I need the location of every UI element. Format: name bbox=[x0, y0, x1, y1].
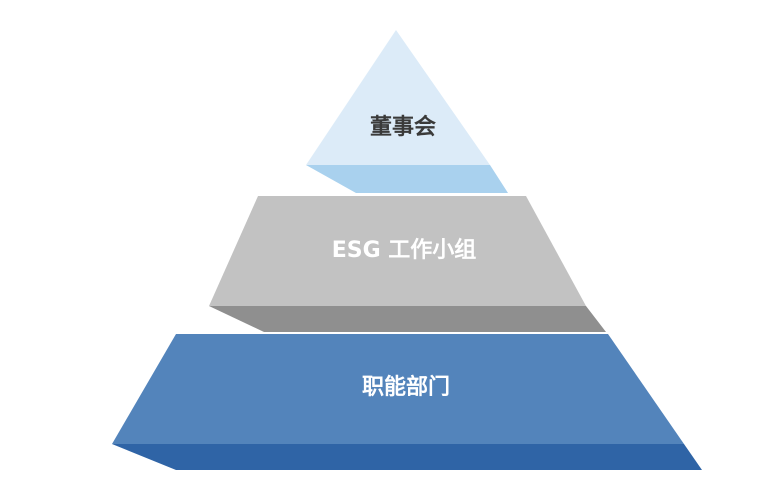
pyramid-tier-top: 董事会 bbox=[306, 30, 508, 193]
pyramid-tier-bottom: 职能部门 bbox=[112, 334, 702, 470]
tier-middle-label: ESG 工作小组 bbox=[332, 237, 477, 263]
tier-middle-face bbox=[209, 196, 586, 306]
tier-bottom-face bbox=[112, 334, 684, 444]
tier-bottom-shadow bbox=[112, 444, 702, 470]
pyramid-tier-middle: ESG 工作小组 bbox=[209, 196, 606, 332]
tier-top-label: 董事会 bbox=[370, 114, 436, 140]
tier-middle-shadow bbox=[209, 306, 606, 332]
tier-top-face bbox=[306, 30, 490, 165]
tier-bottom-label: 职能部门 bbox=[362, 374, 450, 400]
tier-top-shadow bbox=[306, 165, 508, 193]
